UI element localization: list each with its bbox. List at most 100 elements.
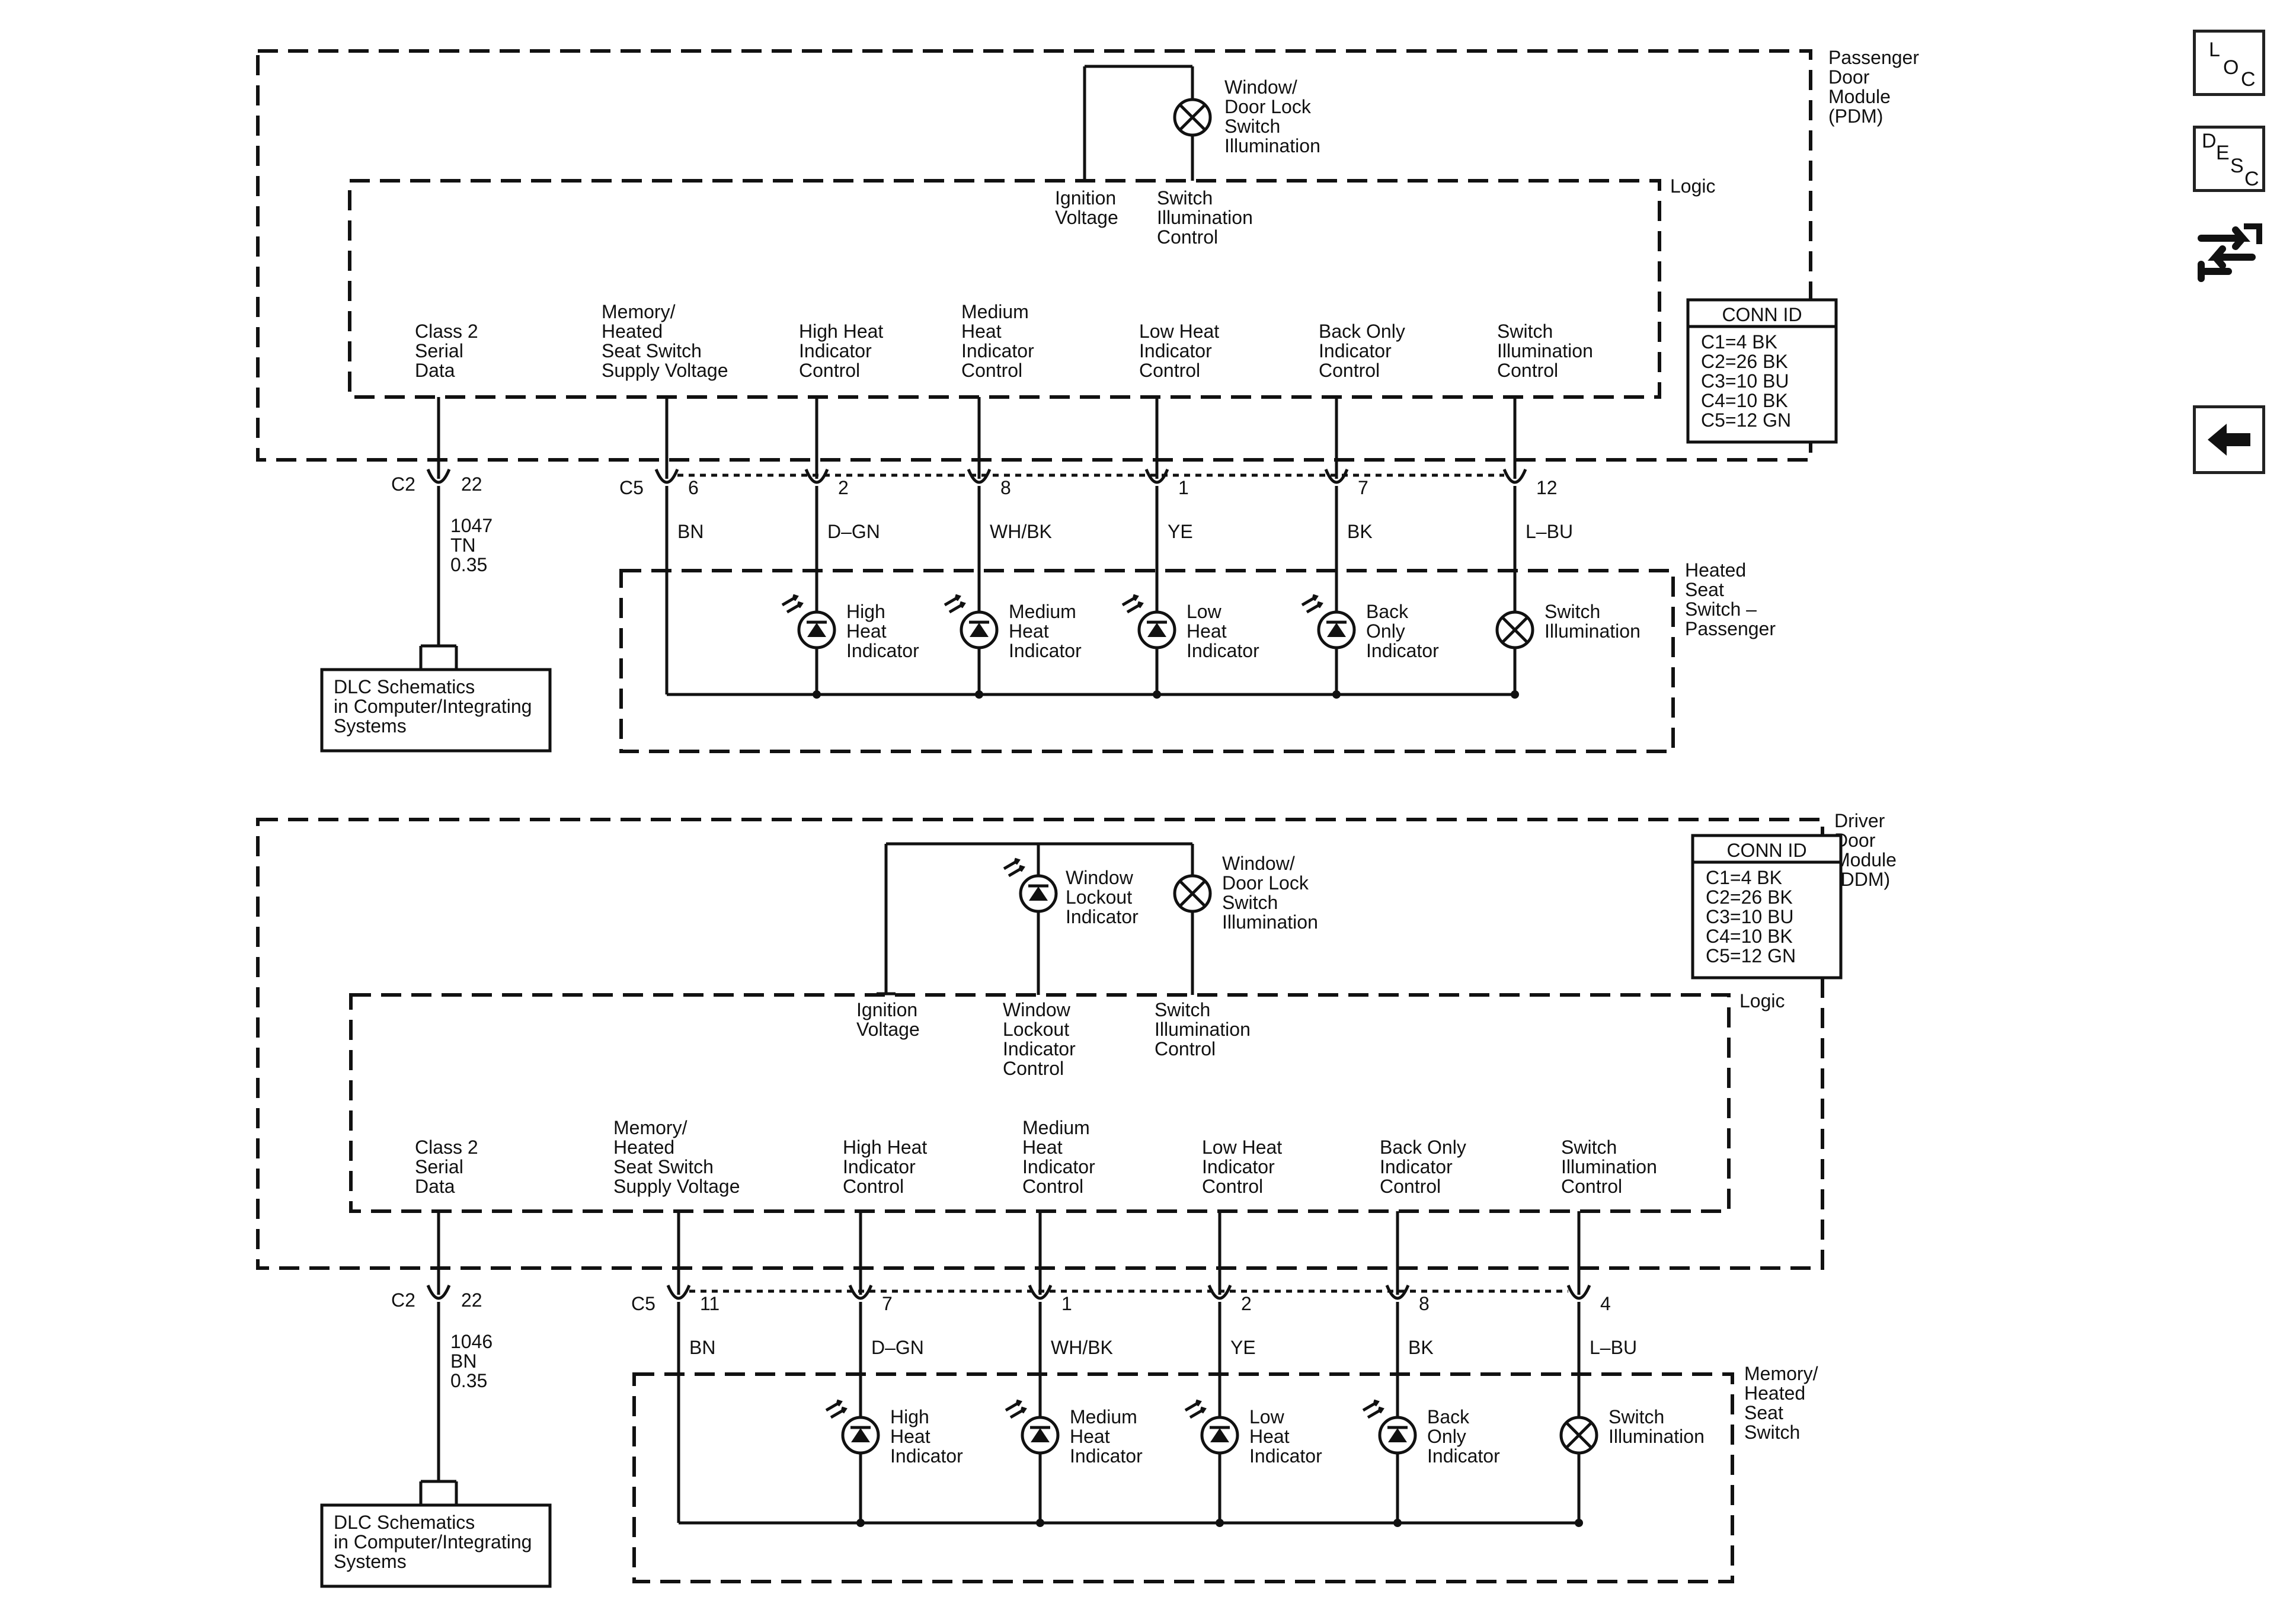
- pin-connector-icon: [1144, 469, 1169, 484]
- pin-connector-icon: [1502, 469, 1527, 484]
- pin-number-label: 8: [1000, 477, 1011, 498]
- back-button[interactable]: [2193, 405, 2265, 474]
- dlc-box: [320, 1503, 552, 1588]
- pin-connector-icon: [1566, 1285, 1591, 1300]
- conn-id-box: [1691, 834, 1843, 980]
- switch-assembly-outline: [632, 1372, 1734, 1583]
- dlc-box: [320, 668, 552, 753]
- splice-dot: [1575, 1519, 1583, 1527]
- pin-number-label: 2: [1241, 1293, 1252, 1314]
- pin-number-label: 6: [688, 477, 699, 498]
- c2-connector-label: C2: [391, 1289, 415, 1311]
- wire-color-label: WH/BK: [1051, 1337, 1113, 1358]
- pin-number-label: 12: [1536, 477, 1558, 498]
- pin-connector-icon: [1385, 1285, 1410, 1300]
- c2-connector-label: C2: [391, 473, 415, 495]
- location-button[interactable]: L O C: [2193, 30, 2265, 96]
- logic-outline: [348, 179, 1661, 399]
- splice-dot: [1511, 690, 1519, 699]
- splice-dot: [975, 690, 983, 699]
- wire-color-label: WH/BK: [990, 521, 1052, 542]
- module-outline: [256, 49, 1812, 462]
- splice-dot: [813, 690, 821, 699]
- pin-number-label: 11: [700, 1293, 720, 1314]
- wire-color-label: BN: [677, 521, 703, 542]
- desc-letter-c: C: [2244, 168, 2259, 190]
- splice-dot: [1216, 1519, 1224, 1527]
- loc-letter-o: O: [2223, 56, 2239, 79]
- indicator-led-icon: [1121, 594, 1176, 649]
- wire-color-label: BK: [1408, 1337, 1434, 1358]
- wire-color-label: L–BU: [1526, 521, 1573, 542]
- wire-color-label: D–GN: [827, 521, 880, 542]
- indicator-led-icon: [944, 594, 999, 649]
- switch-assembly-outline: [619, 569, 1675, 753]
- conn-id-box: [1686, 298, 1838, 444]
- wire-color-label: L–BU: [1590, 1337, 1637, 1358]
- wire-color-label: D–GN: [871, 1337, 924, 1358]
- left-arrow-icon: [2208, 424, 2250, 456]
- description-button[interactable]: D E S C: [2193, 126, 2265, 192]
- indicator-led-icon: [1301, 594, 1356, 649]
- conn-id-title: CONN ID: [1726, 840, 1806, 861]
- pin-number-label: 1: [1061, 1293, 1072, 1314]
- pin-number-label: 1: [1178, 477, 1189, 498]
- pin-connector-icon: [848, 1285, 873, 1300]
- desc-letter-s: S: [2230, 155, 2244, 177]
- indicator-led-icon: [1184, 1399, 1239, 1455]
- wire-color-label: BN: [689, 1337, 715, 1358]
- pin-connector-icon: [804, 469, 829, 484]
- loc-letter-l: L: [2209, 39, 2220, 61]
- pin-connector-icon: [666, 1285, 691, 1300]
- c2-connector-icon: [426, 469, 451, 484]
- c2-connector-icon: [426, 1285, 451, 1300]
- pin-number-label: 7: [1358, 477, 1368, 498]
- splice-dot: [856, 1519, 865, 1527]
- window-lock-lamp-icon: [1173, 98, 1212, 137]
- desc-letter-d: D: [2202, 130, 2217, 152]
- wrench-arrows-icon[interactable]: [2193, 215, 2265, 286]
- logic-label: Logic: [1739, 990, 1785, 1012]
- indicator-led-icon: [825, 1399, 880, 1455]
- window-lockout-led-icon: [1003, 857, 1058, 913]
- c2-pin-label: 22: [461, 473, 482, 495]
- indicator-led-icon: [1362, 1399, 1417, 1455]
- pin-connector-icon: [1324, 469, 1349, 484]
- pin-connector-icon: [654, 469, 679, 484]
- conn-id-title: CONN ID: [1722, 304, 1802, 325]
- pin-connector-icon: [1207, 1285, 1232, 1300]
- pin-number-label: 2: [838, 477, 849, 498]
- splice-dot: [1332, 690, 1341, 699]
- pin-number-label: 7: [882, 1293, 893, 1314]
- pin-connector-icon: [1028, 1285, 1053, 1300]
- switch-illumination-lamp-icon: [1559, 1416, 1598, 1455]
